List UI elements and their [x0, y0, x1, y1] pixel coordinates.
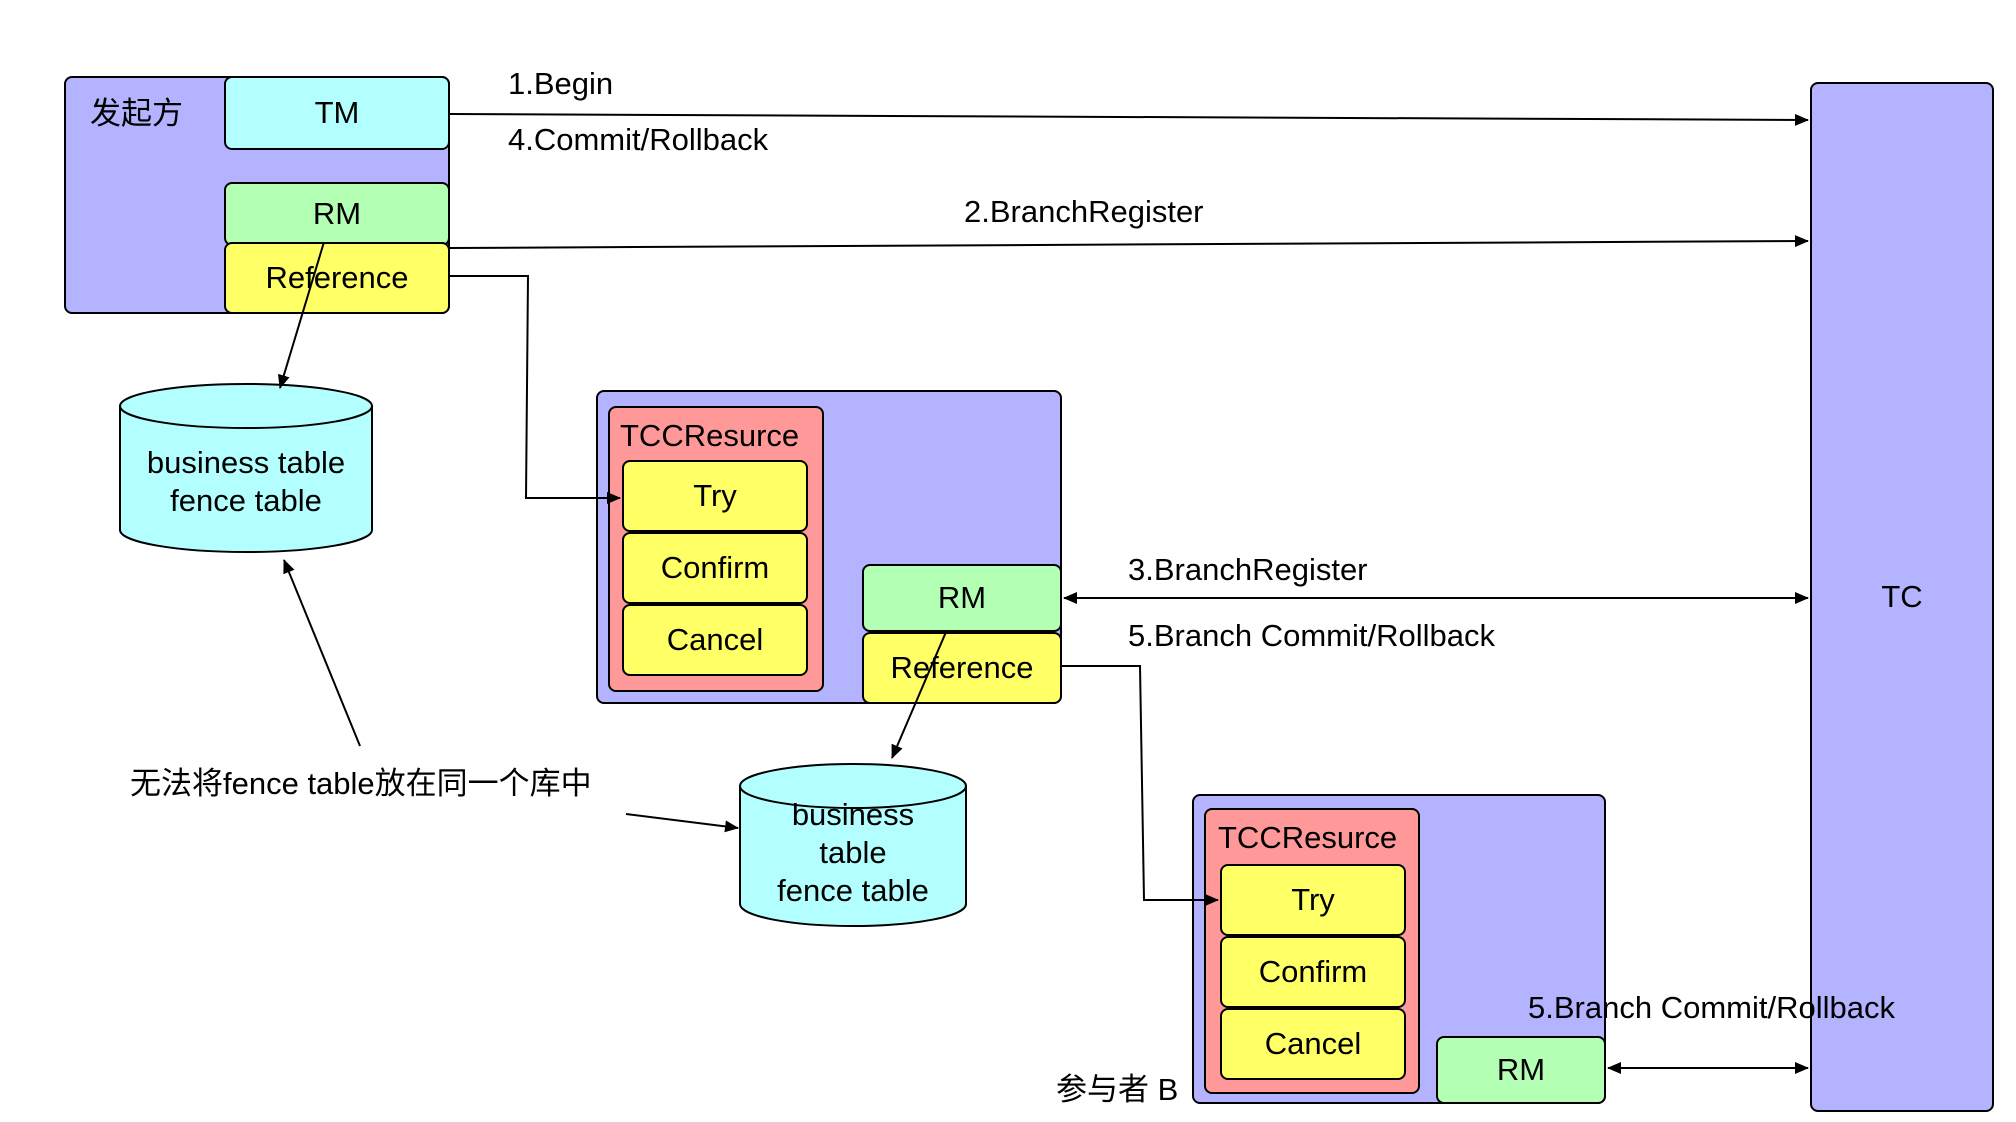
db1-line-2: fence table — [170, 483, 322, 518]
participant-a-rm[interactable]: RM — [862, 564, 1062, 632]
participant-b-rm[interactable]: RM — [1436, 1036, 1606, 1104]
participant-a-cancel[interactable]: Cancel — [622, 604, 808, 676]
participant-a-reference[interactable]: Reference — [862, 632, 1062, 704]
participant-a-resource-label: TCCResurce — [620, 418, 800, 453]
participant-b-confirm[interactable]: Confirm — [1220, 936, 1406, 1008]
participant-b-try[interactable]: Try — [1220, 864, 1406, 936]
edge-label-branch-register-a: 3.BranchRegister — [1128, 552, 1368, 587]
db2-line-3: fence table — [777, 873, 929, 908]
participant-a-try[interactable]: Try — [622, 460, 808, 532]
note-text: 无法将fence table放在同一个库中 — [130, 766, 592, 801]
arrow-note-db2 — [625, 813, 739, 833]
participant-b-cancel[interactable]: Cancel — [1220, 1008, 1406, 1080]
tc-box[interactable]: TC — [1810, 82, 1994, 1112]
arrow-note-db1 — [283, 559, 361, 747]
arrow-reference-try-a — [450, 275, 621, 504]
tm-box[interactable]: TM — [224, 76, 450, 150]
edge-label-begin: 1.Begin — [508, 66, 614, 101]
initiator-rm-box[interactable]: RM — [224, 182, 450, 246]
participant-a-confirm[interactable]: Confirm — [622, 532, 808, 604]
participant-b-resource-label: TCCResurce — [1218, 820, 1398, 855]
edge-label-branch-commit-a: 5.Branch Commit/Rollback — [1128, 618, 1495, 653]
initiator-label: 发起方 — [90, 96, 183, 131]
edge-label-branch-register-initiator: 2.BranchRegister — [964, 194, 1204, 229]
db1-line-1: business table — [146, 445, 346, 480]
participant-b-label: 参与者 B — [1056, 1072, 1179, 1107]
db2-label: business table fence table — [740, 796, 966, 910]
arrow-tm-tc — [449, 113, 1809, 126]
db2-line-2: table — [819, 835, 887, 870]
db2-line-1: business — [791, 797, 915, 832]
edge-label-branch-commit-b: 5.Branch Commit/Rollback — [1528, 990, 1895, 1025]
edge-label-commit-rollback: 4.Commit/Rollback — [508, 122, 769, 157]
arrow-initiator-rm-tc — [449, 235, 1809, 249]
initiator-reference-box[interactable]: Reference — [224, 242, 450, 314]
db1-label: business table fence table — [120, 444, 372, 520]
